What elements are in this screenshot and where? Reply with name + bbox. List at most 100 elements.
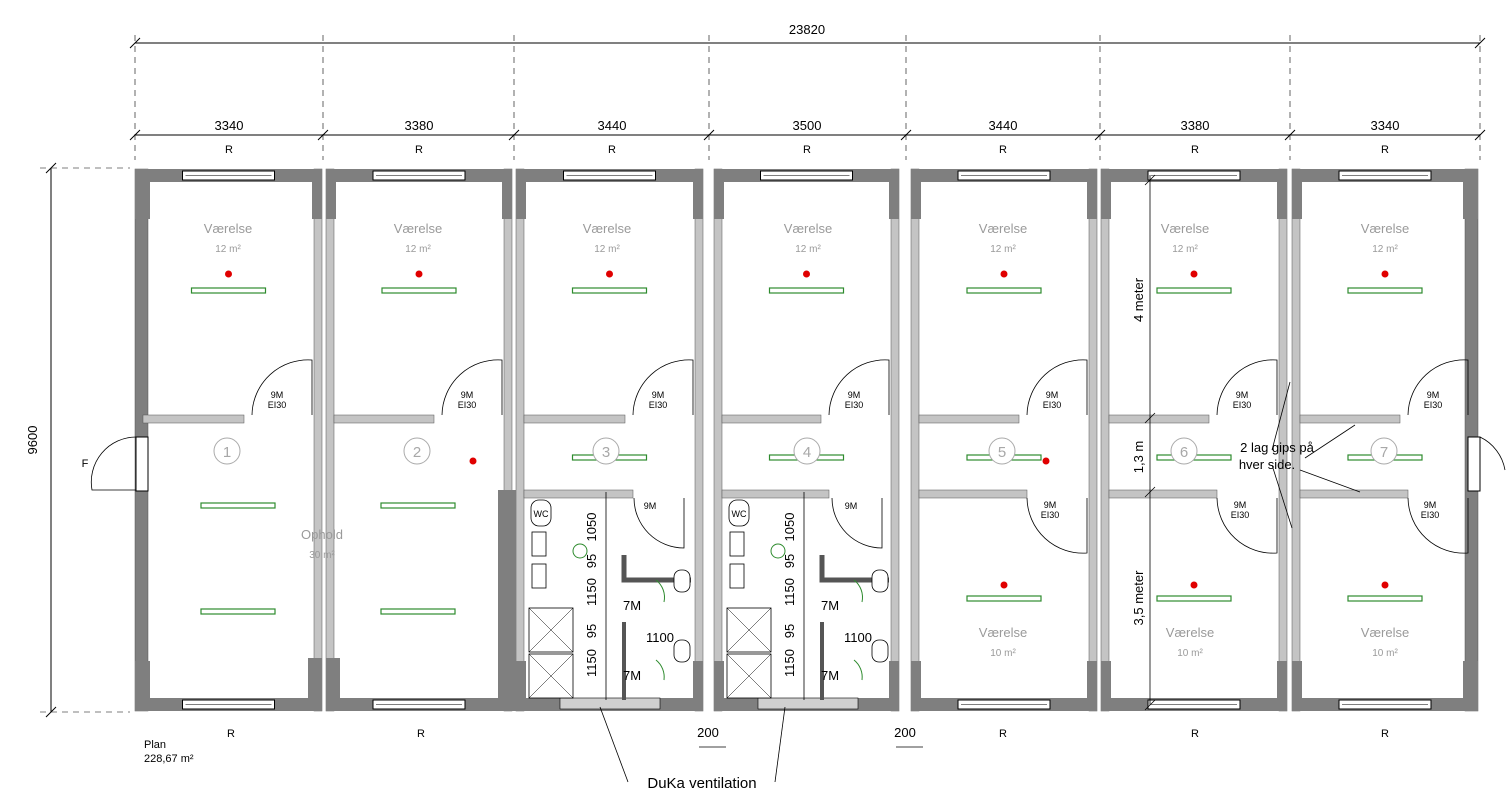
- smoke-detector: [415, 270, 423, 278]
- room-number: 3: [602, 444, 610, 461]
- plan-texts: 2382096003340R3380R3440R3500R3440R3380R3…: [25, 22, 1442, 792]
- wc-door-label: 7M: [821, 668, 839, 683]
- bath-dimension: 1100: [844, 630, 872, 645]
- toilet: [673, 569, 691, 593]
- room-mark-top: R: [1191, 144, 1199, 156]
- room-area-lower: 10 m²: [1177, 648, 1203, 659]
- room-area-lower: 10 m²: [1372, 648, 1398, 659]
- room-depth-dimension: 3,5 meter: [1131, 570, 1146, 626]
- dimension-tick: [1144, 699, 1156, 711]
- room-number: 5: [998, 444, 1006, 461]
- ceiling-light: [768, 287, 845, 294]
- leader-line: [1304, 424, 1356, 459]
- wall-corner: [312, 169, 322, 219]
- side-wall: [694, 168, 704, 712]
- smoke-detector: [1381, 581, 1389, 589]
- wc-door-label: 7M: [623, 668, 641, 683]
- dimension-tick: [1144, 174, 1156, 186]
- bath-dimension: 1150: [782, 649, 797, 677]
- bath-dimension: 95: [782, 554, 797, 568]
- side-wall: [890, 168, 900, 712]
- wall-corner: [135, 661, 150, 711]
- ophold-light: [380, 608, 456, 615]
- room-mark-top: R: [415, 144, 423, 156]
- wc-door-label: 7M: [821, 598, 839, 613]
- corridor-wall-upper: [1299, 414, 1401, 424]
- room-depth-dimension: 4 meter: [1131, 277, 1146, 322]
- exit-door: [1467, 436, 1481, 492]
- module-width-dimension: 3440: [989, 118, 1018, 133]
- wall-corner: [1101, 169, 1111, 219]
- wall-corner: [1292, 169, 1302, 219]
- door-fire-class-label: EI30: [649, 400, 668, 410]
- ceiling-light: [1347, 595, 1423, 602]
- room-number-bubble: [403, 437, 431, 465]
- ventilation-note: DuKa ventilation: [647, 775, 756, 792]
- door-type-label: 9M: [1234, 500, 1247, 510]
- door-swing: [853, 659, 863, 681]
- ophold-light: [200, 608, 276, 615]
- toilet: [673, 639, 691, 663]
- wall-corner: [693, 169, 703, 219]
- wc-partition: [819, 555, 889, 583]
- door-type-label: 9M: [652, 390, 665, 400]
- ceiling-light: [1347, 287, 1423, 294]
- door-type-label: 9M: [271, 390, 284, 400]
- wall-corner: [714, 661, 724, 711]
- bath-dimension: 1150: [584, 578, 599, 606]
- wall-corner: [516, 661, 526, 711]
- ceiling-light: [381, 287, 457, 294]
- ophold-wall: [498, 490, 516, 711]
- wall-corner: [693, 661, 703, 711]
- module-width-dimension: 3440: [598, 118, 627, 133]
- room-name-upper: Værelse: [784, 221, 832, 236]
- side-wall: [515, 168, 525, 712]
- door-fire-class-label: EI30: [268, 400, 287, 410]
- smoke-detector: [1381, 270, 1389, 278]
- gips-note: 2 lag gips på: [1240, 440, 1314, 455]
- dimension-tick: [1144, 486, 1156, 498]
- room-area-upper: 12 m²: [795, 244, 821, 255]
- shower-line: [528, 607, 574, 653]
- toilet: [728, 499, 750, 527]
- leader-line: [599, 706, 629, 783]
- door-swing: [1407, 497, 1469, 554]
- bath-dimension: 1050: [782, 513, 797, 542]
- wall-corner: [889, 169, 899, 219]
- wall-corner: [1277, 169, 1287, 219]
- toilet: [871, 639, 889, 663]
- shower-line: [726, 607, 772, 653]
- total-width-dimension: 23820: [789, 22, 825, 37]
- room-mark-top: R: [608, 144, 616, 156]
- entrance-door: [135, 436, 149, 492]
- door-fire-class-label: EI30: [1424, 400, 1443, 410]
- room-mark-bottom: R: [1381, 728, 1389, 740]
- door-swing: [828, 359, 890, 416]
- smoke-detector: [1190, 270, 1198, 278]
- toilet-label: WC: [534, 509, 549, 519]
- room-area-upper: 12 m²: [405, 244, 431, 255]
- corridor-wall-lower: [1108, 489, 1218, 499]
- wall-corner: [1463, 661, 1478, 711]
- wall-corner: [714, 169, 724, 219]
- smoke-detector: [1042, 457, 1050, 465]
- side-wall: [910, 168, 920, 712]
- ophold-area: 30 m²: [309, 550, 335, 561]
- bath-dimension: 1150: [584, 649, 599, 677]
- room-number-bubble: [213, 437, 241, 465]
- ventilation-unit: [559, 697, 661, 710]
- toilet-label: WC: [732, 509, 747, 519]
- door-swing: [632, 359, 694, 416]
- room-name-lower: Værelse: [1166, 625, 1214, 640]
- room-mark-top: R: [999, 144, 1007, 156]
- leader-line: [1299, 469, 1361, 493]
- door-type-label: 9M: [1424, 500, 1437, 510]
- door-fire-class-label: EI30: [1043, 400, 1062, 410]
- wc-partition: [621, 555, 691, 583]
- ophold-light: [200, 502, 276, 509]
- door-type-label: 9M: [848, 390, 861, 400]
- bath-dimension: 1100: [646, 630, 674, 645]
- door-fire-class-label: EI30: [1231, 510, 1250, 520]
- toilet: [530, 499, 552, 527]
- bath-dimension: 95: [584, 554, 599, 568]
